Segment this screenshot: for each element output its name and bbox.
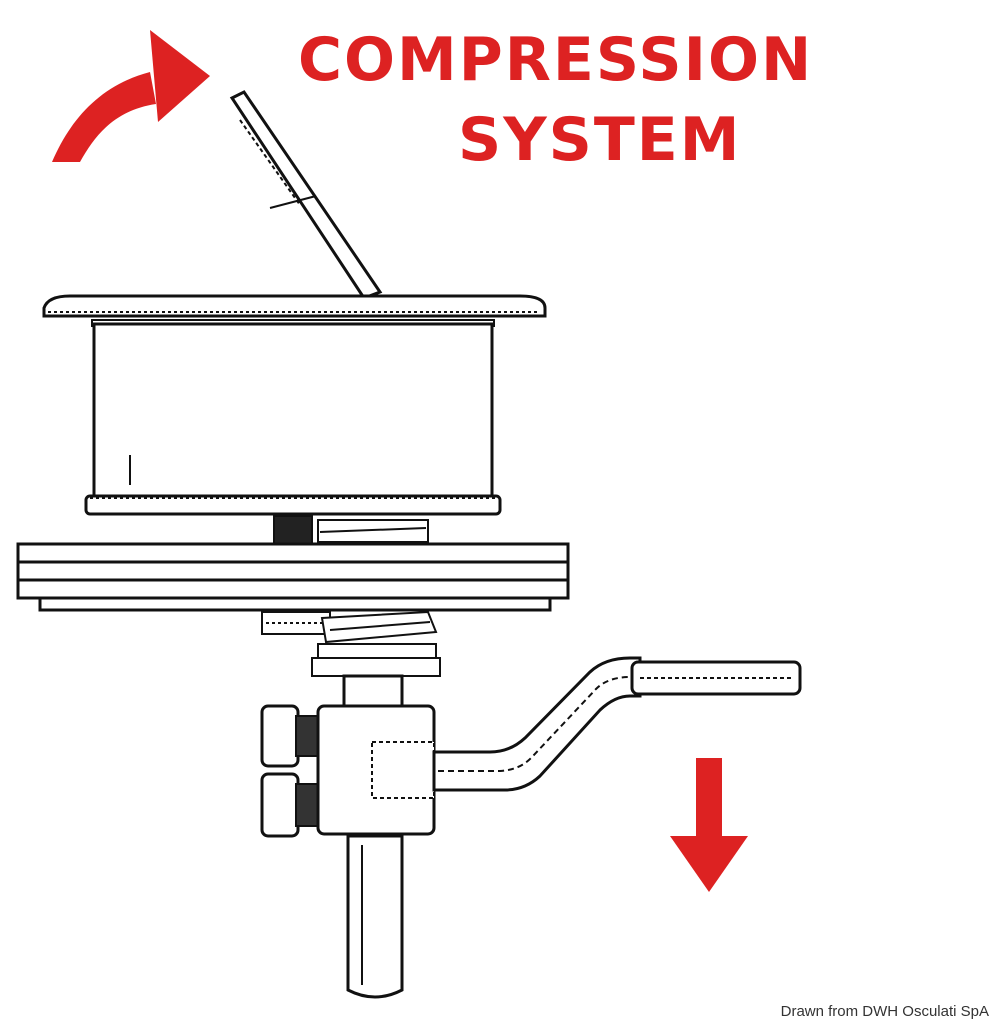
deck-plate bbox=[16, 542, 570, 612]
winch-handle-top bbox=[229, 90, 383, 300]
title-line-1: COMPRESSION bbox=[298, 25, 814, 95]
upper-spring bbox=[273, 515, 429, 545]
crank-handle bbox=[432, 656, 802, 792]
title-line-2: SYSTEM bbox=[458, 105, 742, 175]
housing-block bbox=[316, 704, 436, 836]
winch-drum bbox=[84, 322, 502, 516]
curved-arrow-icon bbox=[52, 30, 210, 162]
shaft bbox=[342, 674, 404, 999]
locking-knobs bbox=[260, 704, 319, 838]
down-arrow-icon bbox=[670, 758, 748, 892]
credit-text: Drawn from DWH Osculati SpA bbox=[780, 1003, 989, 1020]
winch-lid bbox=[42, 294, 547, 327]
lower-spring bbox=[261, 610, 441, 677]
